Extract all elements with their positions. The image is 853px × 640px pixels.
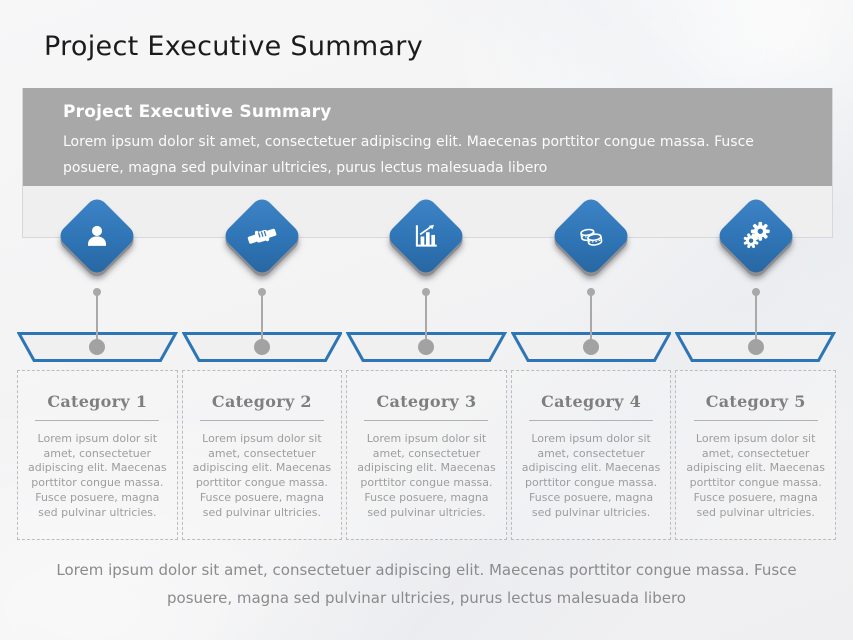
category-column-2: Category 2 Lorem ipsum dolor sit amet, c… (181, 190, 343, 540)
connector-line (96, 294, 99, 345)
summary-card: Project Executive Summary Lorem ipsum do… (22, 88, 833, 238)
category-column-5: Category 5 Lorem ipsum dolor sit amet, c… (675, 190, 836, 540)
category-box: Category 1 Lorem ipsum dolor sit amet, c… (17, 370, 178, 540)
connector-dot-small (587, 288, 596, 296)
category-divider (364, 420, 489, 421)
connector-dot-large (89, 339, 106, 355)
category-box: Category 5 Lorem ipsum dolor sit amet, c… (675, 370, 836, 540)
category-columns: Category 1 Lorem ipsum dolor sit amet, c… (17, 190, 836, 540)
connector-dot-large (583, 339, 600, 355)
category-divider (693, 420, 818, 421)
category-description: Lorem ipsum dolor sit amet, consectetuer… (521, 432, 661, 519)
connector-line (590, 294, 593, 345)
handshake-icon (233, 207, 291, 265)
footer: Lorem ipsum dolor sit amet, consectetuer… (0, 556, 853, 612)
category-title: Category 5 (705, 392, 806, 411)
category-box: Category 4 Lorem ipsum dolor sit amet, c… (510, 370, 672, 540)
connector-dot-small (257, 288, 266, 296)
gears-icon (727, 207, 785, 265)
category-column-3: Category 3 Lorem ipsum dolor sit amet, c… (346, 190, 507, 540)
diamond-shape (550, 194, 633, 278)
category-description: Lorem ipsum dolor sit amet, consectetuer… (28, 432, 167, 519)
user-icon (68, 207, 126, 265)
bar-chart-icon (397, 207, 455, 265)
category-column-4: Category 4 Lorem ipsum dolor sit amet, c… (510, 190, 672, 540)
footer-text: Lorem ipsum dolor sit amet, consectetuer… (56, 561, 797, 607)
category-title: Category 4 (541, 392, 642, 411)
diamond-shape (385, 194, 468, 278)
summary-banner-text: Lorem ipsum dolor sit amet, consectetuer… (63, 134, 754, 176)
category-title: Category 1 (47, 392, 148, 411)
connector-dot-large (747, 339, 764, 355)
diamond-shape (714, 194, 797, 278)
connector-line (260, 294, 263, 345)
coins-icon (562, 207, 620, 265)
connector-line (754, 294, 757, 345)
summary-banner: Project Executive Summary Lorem ipsum do… (23, 88, 832, 186)
connector-dot-small (93, 288, 102, 296)
diamond-shape (56, 194, 139, 278)
category-box: Category 3 Lorem ipsum dolor sit amet, c… (346, 370, 507, 540)
category-divider (199, 420, 324, 421)
category-description: Lorem ipsum dolor sit amet, consectetuer… (357, 432, 496, 519)
category-box: Category 2 Lorem ipsum dolor sit amet, c… (181, 370, 343, 540)
diamond-shape (220, 194, 303, 278)
connector-dot-large (418, 339, 435, 355)
category-title: Category 2 (211, 392, 312, 411)
page-title: Project Executive Summary (44, 31, 423, 62)
category-description: Lorem ipsum dolor sit amet, consectetuer… (686, 432, 825, 519)
connector-line (425, 294, 428, 345)
category-divider (529, 420, 654, 421)
category-description: Lorem ipsum dolor sit amet, consectetuer… (192, 432, 332, 519)
connector-dot-small (422, 288, 431, 296)
summary-banner-heading: Project Executive Summary (63, 102, 332, 122)
category-title: Category 3 (376, 392, 477, 411)
category-divider (35, 420, 160, 421)
connector-dot-large (253, 339, 270, 355)
category-column-1: Category 1 Lorem ipsum dolor sit amet, c… (17, 190, 178, 540)
connector-dot-small (751, 288, 760, 296)
